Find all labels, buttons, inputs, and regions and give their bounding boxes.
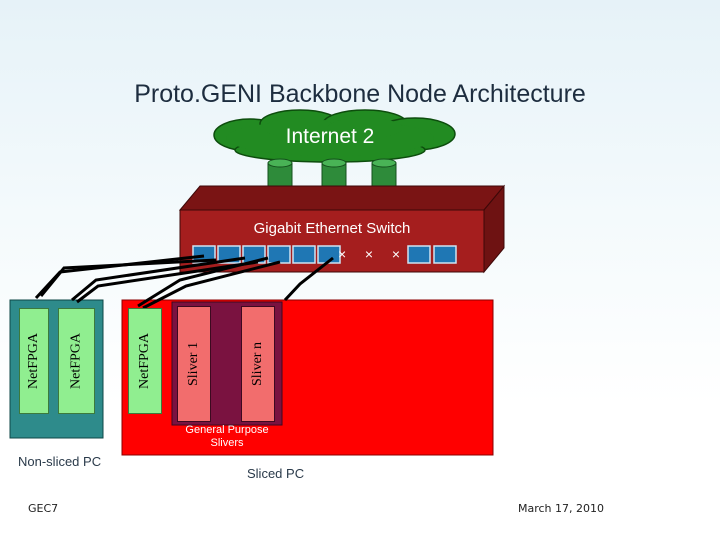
slide-title: Proto.GENI Backbone Node Architecture [134, 80, 586, 108]
port-marker: × [364, 246, 374, 262]
port-marker: × [338, 246, 347, 262]
sliver-label: Sliver n [250, 342, 265, 386]
port-marker: × [391, 246, 400, 262]
internet-label: Internet 2 [285, 125, 375, 148]
netfpga-card-label: NetFPGA [26, 333, 41, 390]
internet-cloud [213, 109, 456, 163]
switch-label: Gigabit Ethernet Switch [253, 220, 411, 237]
slivers-group-label: General Purpose Slivers [185, 424, 269, 449]
footer-left: GEC7 [28, 502, 59, 515]
sliver-label: Sliver 1 [186, 342, 201, 386]
netfpga-card-label: NetFPGA [137, 333, 152, 390]
netfpga-card: NetFPGA [58, 308, 95, 414]
sliver-box: Sliver 1 [177, 306, 211, 422]
netfpga-card-label: NetFPGA [68, 333, 84, 390]
netfpga-card: NetFPGA [19, 308, 49, 414]
footer-right: March 17, 2010 [518, 502, 605, 515]
cables [34, 254, 334, 310]
switch-port-markers: × × × [338, 246, 400, 262]
non-sliced-pc-label: Non-sliced PC [18, 454, 102, 469]
switch-ports [192, 245, 457, 264]
sliced-pc-label: Sliced PC [247, 466, 305, 481]
sliver-box: Sliver n [241, 306, 275, 422]
netfpga-card: NetFPGA [128, 308, 162, 414]
